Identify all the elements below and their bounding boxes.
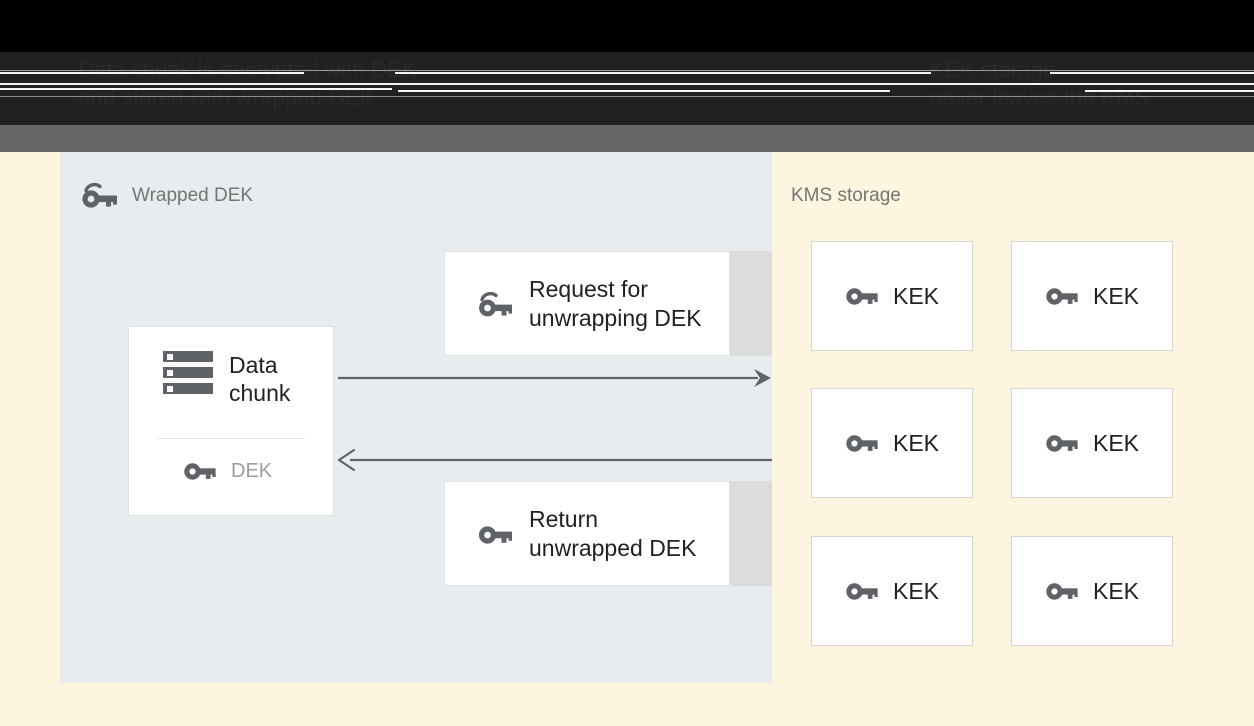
kek-card-label: KEK [892, 429, 940, 456]
data-chunk-title: Data chunk [229, 352, 291, 406]
kek-card-label: KEK [892, 577, 940, 604]
kek-card-label: KEK [892, 282, 940, 309]
scanline-4 [1050, 72, 1254, 74]
kek-card[interactable]: KEK [1011, 536, 1173, 646]
data-chunk-key-row: DEK [129, 458, 333, 484]
kek-card[interactable]: KEK [811, 388, 973, 498]
client-panel-title: Wrapped DEK [132, 185, 254, 206]
wrapped-key-icon [477, 289, 513, 319]
key-icon [183, 458, 217, 484]
key-icon [1045, 578, 1079, 604]
top-gray-band [0, 125, 1254, 152]
kek-card[interactable]: KEK [811, 536, 973, 646]
key-icon [845, 283, 879, 309]
caption-left-line-1: Data chunk is encrypted with DEK [78, 56, 417, 84]
scanline-2 [0, 72, 304, 74]
data-chunk-card[interactable]: Data chunk DEK [128, 326, 334, 516]
data-chunk-key-label: DEK [231, 460, 273, 482]
kek-card-label: KEK [1092, 577, 1140, 604]
scanline-1 [0, 70, 1254, 71]
scanline-8 [1085, 90, 1254, 92]
scanline-3 [395, 72, 931, 74]
key-icon [477, 519, 513, 549]
wrapped-key-icon [80, 180, 118, 210]
kek-card[interactable]: KEK [1011, 241, 1173, 351]
response-message-box[interactable]: Return unwrapped DEK [444, 481, 730, 586]
scanline-5 [0, 83, 1254, 85]
scanline-9 [0, 96, 1254, 97]
key-icon [1045, 283, 1079, 309]
scanline-7 [398, 90, 890, 92]
kek-grid: KEK KEK KEK [811, 241, 1173, 646]
kek-card[interactable]: KEK [1011, 388, 1173, 498]
kek-card-label: KEK [1092, 282, 1140, 309]
caption-right-line-1: KEK storage [930, 57, 1056, 82]
request-message-label: Request for unwrapping DEK [529, 275, 702, 331]
kek-card-label: KEK [1092, 429, 1140, 456]
caption-right: KEK storage never leaves the KMS [930, 56, 1230, 112]
request-message-box[interactable]: Request for unwrapping DEK [444, 251, 730, 356]
top-black-band [0, 0, 1254, 52]
data-chunk-header: Data chunk [129, 349, 333, 407]
key-icon [845, 578, 879, 604]
server-storage-icon [161, 349, 215, 397]
kms-panel-title: KMS storage [791, 185, 901, 206]
data-chunk-divider [157, 438, 305, 439]
scanline-6 [0, 88, 392, 90]
key-icon [845, 430, 879, 456]
response-message-label: Return unwrapped DEK [529, 505, 697, 561]
caption-right-line-2: never leaves the KMS [930, 85, 1150, 110]
key-icon [1045, 430, 1079, 456]
kek-card[interactable]: KEK [811, 241, 973, 351]
obscured-caption-band: Data chunk is encrypted with DEK and sto… [0, 52, 1254, 125]
